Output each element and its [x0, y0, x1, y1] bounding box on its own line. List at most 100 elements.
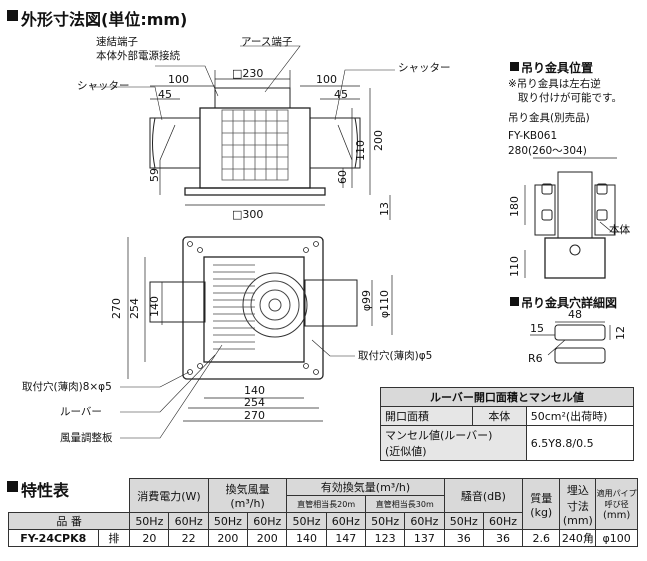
dim-phi110: φ110 [378, 290, 391, 319]
dim-45-left: 45 [158, 88, 172, 101]
header-vent-label: 換気風量 [225, 483, 270, 496]
header-mass-label: 質量 [530, 491, 553, 505]
header-effective: 有効換気量(m³/h) [286, 478, 445, 496]
dim-270-v: 270 [110, 298, 123, 319]
freq-50: 50Hz [443, 512, 484, 530]
dim-180: 180 [508, 196, 521, 217]
power-connection-label: 本体外部電源接続 [96, 50, 180, 62]
header-eff-30m: 直管相当長30m [364, 495, 445, 513]
header-model: 品 番 [7, 512, 131, 530]
quick-connect-label: 速結端子 [96, 36, 138, 48]
freq-50: 50Hz [286, 512, 327, 530]
dim-140-v: 140 [148, 296, 161, 317]
header-pipe-2: 呼び径 [604, 499, 629, 509]
header-eff-20m: 直管相当長20m [286, 495, 366, 513]
munsell-label-line2: (近似値) [385, 445, 427, 458]
opening-area-label: 開口面積 [380, 406, 473, 426]
bullet-icon [7, 10, 18, 21]
dim-60: 60 [336, 170, 349, 184]
hanger-detail-view [530, 321, 611, 364]
header-pipe-1: 適用パイプ [596, 488, 637, 498]
noise-60: 36 [482, 529, 524, 547]
power-60: 22 [168, 529, 209, 547]
shutter-left-label: シャッター [77, 80, 130, 92]
dim-48: 48 [568, 308, 582, 321]
eff20-60: 147 [325, 529, 366, 547]
header-vent-unit: (m³/h) [230, 497, 265, 510]
header-embed-3: (mm) [562, 513, 593, 527]
freq-60: 60Hz [482, 512, 524, 530]
dim-200: 200 [372, 130, 385, 151]
spec-table: 消費電力(W) 換気風量(m³/h) 有効換気量(m³/h) 騒音(dB) 質量… [7, 478, 638, 547]
hanger-part-number: FY-KB061 [508, 130, 558, 142]
munsell-value: 6.5Y8.8/0.5 [525, 425, 635, 461]
freq-50: 50Hz [207, 512, 249, 530]
model-number: FY-24CPK8 [8, 529, 99, 547]
hanger-part-label: 吊り金具(別売品) [508, 112, 590, 124]
outline-title: 外形寸法図(単位:mm) [21, 10, 188, 29]
body-label: 本体 [609, 224, 630, 236]
header-power: 消費電力(W) [129, 478, 209, 513]
freq-60: 60Hz [325, 512, 366, 530]
mass-value: 2.6 [522, 529, 561, 547]
dim-12: 12 [614, 326, 627, 340]
plan-view [120, 236, 393, 439]
dim-110: 110 [354, 140, 367, 161]
type-cell: 排 [97, 529, 131, 547]
freq-60: 60Hz [404, 512, 445, 530]
dim-110-hanger: 110 [508, 256, 521, 277]
noise-50: 36 [443, 529, 484, 547]
side-view [90, 45, 395, 220]
header-pipe: 適用パイプ呼び径(mm) [595, 478, 638, 530]
header-embed-1: 埋込 [566, 483, 589, 497]
header-mass-unit: (kg) [530, 505, 553, 519]
dim-280: 280(260〜304) [508, 145, 587, 157]
dim-15: 15 [530, 322, 544, 335]
eff20-50: 140 [286, 529, 327, 547]
pipe-value: φ100 [595, 529, 638, 547]
dim-sq230: □230 [232, 67, 264, 80]
bullet-icon [510, 297, 519, 306]
munsell-label: マンセル値(ルーバー) (近似値) [380, 425, 527, 461]
dim-45-right: 45 [334, 88, 348, 101]
dim-270-h: 270 [244, 409, 265, 422]
dim-254-v: 254 [128, 298, 141, 319]
header-vent: 換気風量(m³/h) [207, 478, 288, 513]
shutter-right-label: シャッター [398, 62, 451, 74]
opening-area-value: 50cm²(出荷時) [525, 406, 635, 426]
dim-254-h: 254 [244, 396, 265, 409]
header-mass: 質量(kg) [522, 478, 561, 530]
embed-value: 240角 [559, 529, 597, 547]
opening-area-part: 本体 [471, 406, 527, 426]
munsell-label-line1: マンセル値(ルーバー) [385, 429, 493, 442]
louver-table-title: ルーバー開口面積とマンセル値 [380, 387, 634, 407]
dim-100-left: 100 [168, 73, 189, 86]
hanger-detail-title: 吊り金具穴詳細図 [521, 296, 618, 310]
hanger-note-1: ※吊り金具は左右逆 [508, 78, 601, 90]
louver-table: ルーバー開口面積とマンセル値 開口面積 本体 50cm²(出荷時) マンセル値(… [380, 387, 635, 461]
mount-hole-right-label: 取付穴(薄肉)φ5 [358, 350, 433, 362]
table-row: FY-24CPK8 排 20 22 200 200 140 147 123 13… [8, 529, 638, 547]
freq-60: 60Hz [168, 512, 209, 530]
hanger-note-2: 取り付けが可能です。 [518, 92, 622, 104]
spec-corner [8, 478, 131, 513]
dim-59: 59 [148, 168, 161, 182]
eff30-60: 137 [404, 529, 445, 547]
header-embed-2: 寸法 [566, 499, 589, 513]
power-50: 20 [129, 529, 170, 547]
vent-50: 200 [207, 529, 249, 547]
header-noise: 騒音(dB) [443, 478, 524, 513]
header-embed: 埋込寸法(mm) [559, 478, 597, 530]
damper-label: 風量調整板 [60, 432, 113, 444]
hanger-view [524, 157, 630, 279]
louver-label: ルーバー [60, 406, 102, 418]
freq-50: 50Hz [364, 512, 406, 530]
dim-sq300: □300 [232, 208, 264, 221]
eff30-50: 123 [364, 529, 406, 547]
dim-r6: R6 [528, 352, 543, 365]
freq-60: 60Hz [247, 512, 288, 530]
mount-hole-left-label: 取付穴(薄肉)8×φ5 [22, 381, 112, 393]
dim-phi99: φ99 [360, 290, 373, 312]
vent-60: 200 [247, 529, 288, 547]
